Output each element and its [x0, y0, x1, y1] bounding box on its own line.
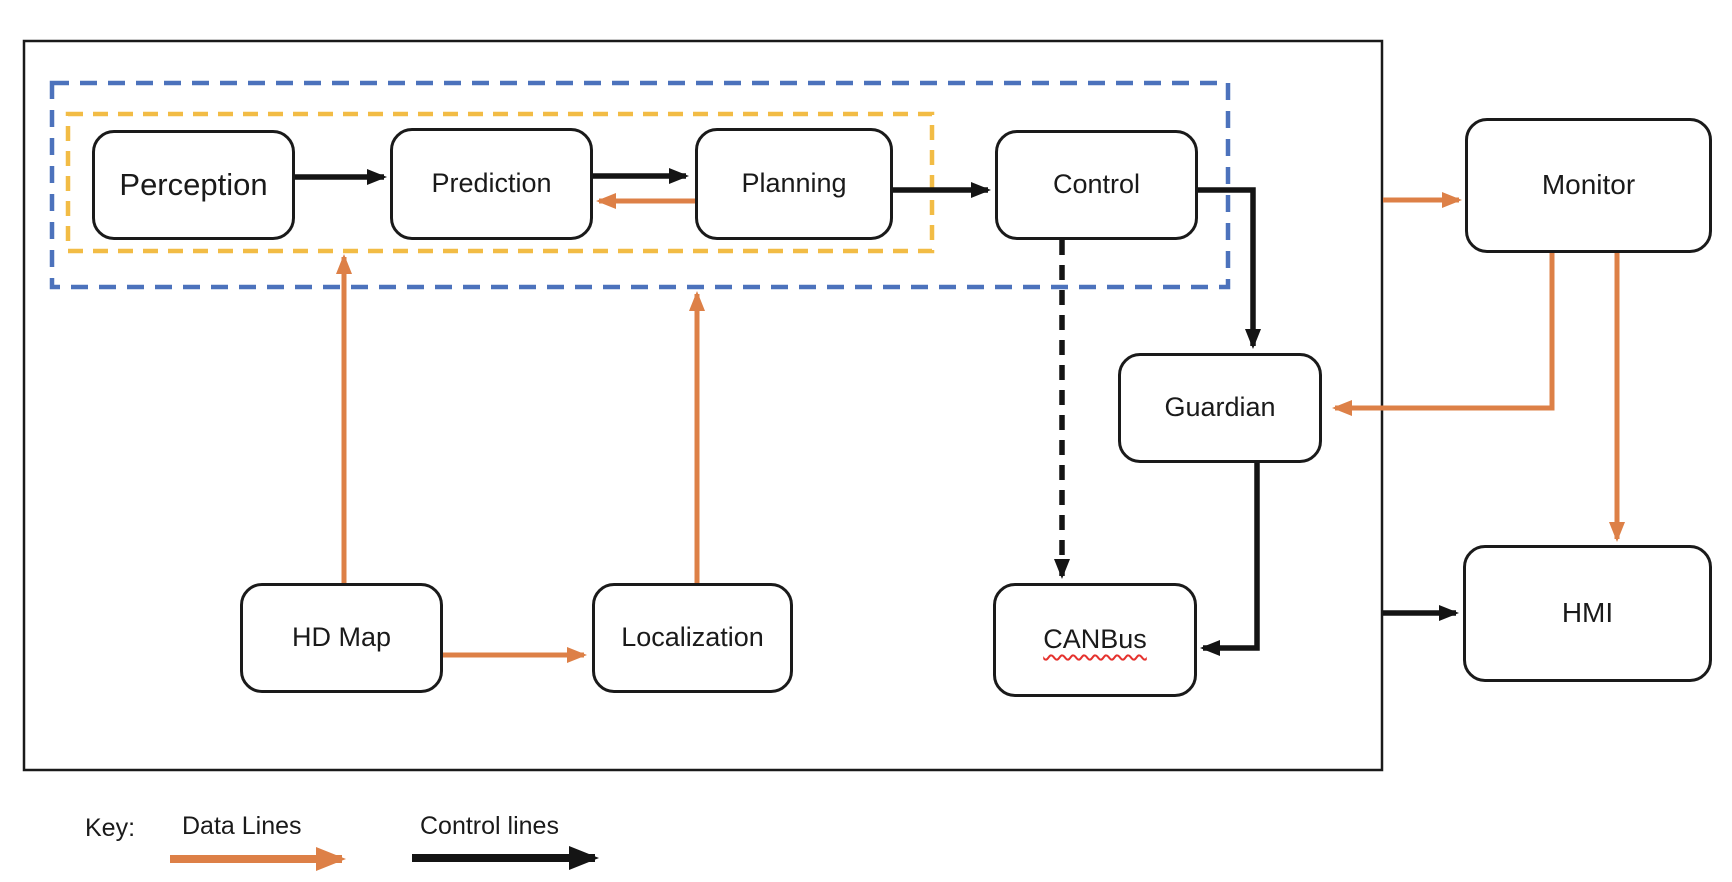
legend-control-lines-label: Control lines — [420, 812, 559, 840]
node-perception: Perception — [92, 130, 295, 240]
node-localization: Localization — [592, 583, 793, 693]
node-hmi: HMI — [1463, 545, 1712, 682]
edge-guardian-to-canbus — [1200, 463, 1260, 656]
node-canbus: CANBus — [993, 583, 1197, 697]
legend-title: Key: — [85, 814, 136, 842]
node-monitor: Monitor — [1465, 118, 1712, 253]
edge-control-to-guardian — [1198, 187, 1261, 349]
node-guardian: Guardian — [1118, 353, 1322, 463]
node-prediction: Prediction — [390, 128, 593, 240]
edge-monitor-to-guardian — [1332, 253, 1555, 416]
node-hdmap: HD Map — [240, 583, 443, 693]
legend-data-lines-label: Data Lines — [182, 812, 302, 840]
node-control: Control — [995, 130, 1198, 240]
node-planning: Planning — [695, 128, 893, 240]
